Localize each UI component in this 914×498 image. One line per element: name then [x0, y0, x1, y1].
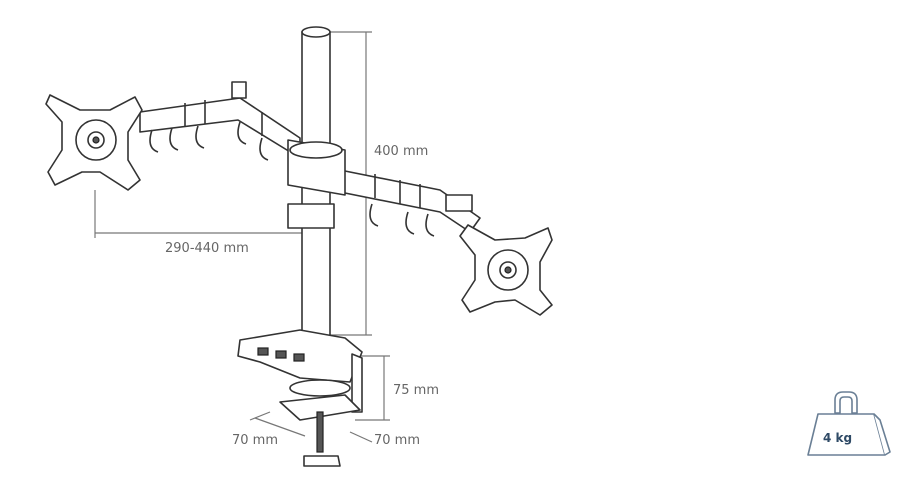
desk-clamp: [237, 329, 363, 467]
pole-height-label: 400 mm: [374, 144, 428, 159]
clamp-width-label: 70 mm: [232, 433, 278, 448]
arm-reach-dimension: [94, 190, 319, 240]
clamp-depth-label: 70 mm: [374, 433, 420, 448]
right-arm: [329, 167, 481, 237]
right-vesa-plate: [459, 224, 553, 316]
clamp-height-label: 75 mm: [393, 383, 439, 398]
left-vesa-plate: [45, 94, 143, 191]
arm-reach-label: 290-440 mm: [165, 241, 249, 256]
weight-icon: 4 kg: [807, 391, 891, 456]
left-arm: [139, 81, 301, 161]
weight-label: 4 kg: [823, 431, 852, 445]
pole-collar: [287, 139, 346, 229]
clamp-dimensions: [249, 355, 390, 443]
